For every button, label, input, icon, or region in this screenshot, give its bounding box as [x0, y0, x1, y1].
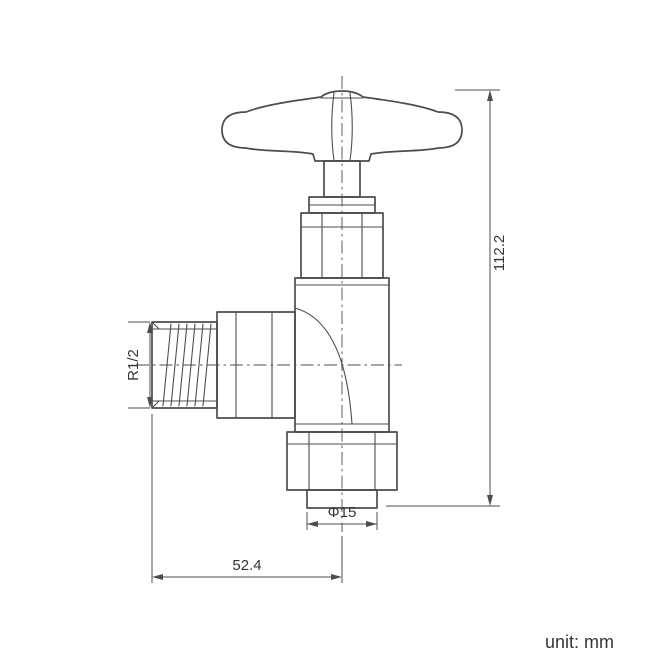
thread-chamfer-top [151, 321, 160, 330]
arrow-right-icon [366, 521, 377, 527]
dimension-height: 112.2 [386, 89, 508, 507]
dimension-width: 52.4 [151, 414, 343, 583]
thread-outline [151, 321, 218, 409]
tailpiece-outline [306, 489, 378, 509]
diameter-dim-label: Φ15 [328, 504, 357, 521]
dimension-diameter: Φ15 [306, 504, 378, 530]
thread-dim-label: R1/2 [125, 349, 142, 381]
unit-note-label: unit: mm [545, 632, 614, 650]
handle-outline [221, 90, 463, 162]
male-thread [151, 321, 218, 409]
arrow-up-icon [487, 90, 493, 101]
centerlines [136, 76, 402, 532]
tailpiece [306, 489, 378, 509]
body-passage-arc [294, 307, 353, 425]
width-dim-label: 52.4 [232, 557, 261, 574]
thread-hatching [162, 323, 212, 407]
handle-front-spoke-left-line [331, 92, 335, 161]
arrow-left-icon [307, 521, 318, 527]
arrow-up-icon [147, 322, 153, 333]
arrow-down-icon [487, 495, 493, 506]
height-dim-label: 112.2 [491, 235, 508, 271]
arrow-left-icon [152, 574, 163, 580]
arrow-down-icon [147, 397, 153, 408]
unit-note: unit: mm [545, 632, 614, 650]
dimension-thread: R1/2 [125, 321, 153, 409]
thread-chamfer-bottom [151, 400, 160, 409]
valve-handle [221, 90, 463, 162]
arrow-right-icon [331, 574, 342, 580]
handle-front-spoke-right-line [349, 92, 353, 161]
